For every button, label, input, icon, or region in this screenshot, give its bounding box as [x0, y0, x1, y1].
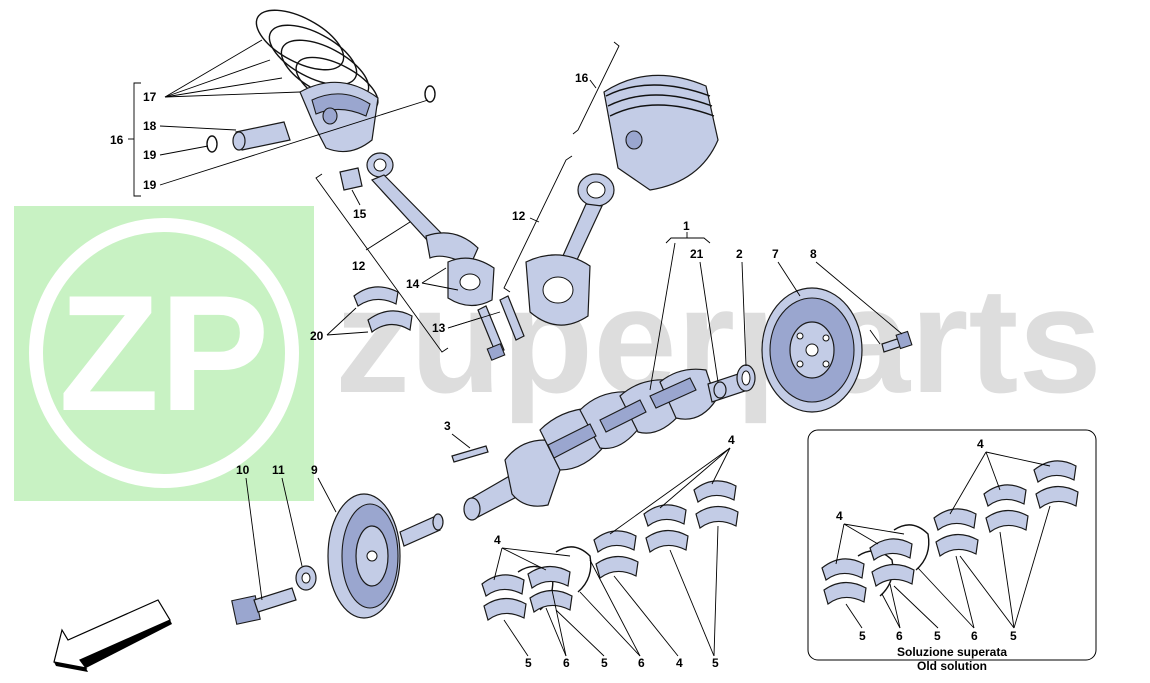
callout-12-left: 12: [352, 259, 366, 273]
rod-bearing-shells: [353, 286, 413, 333]
callout-4-inset-left: 4: [836, 509, 843, 523]
pulley-washer: [295, 565, 317, 591]
pulley-bolt: [231, 587, 297, 625]
callout-4-top: 4: [728, 433, 735, 447]
inset-frame: [807, 429, 1097, 661]
inset-label-english: Old solution: [917, 659, 987, 673]
callout-5-inset-b: 5: [934, 629, 941, 643]
callout-13: 13: [432, 321, 446, 335]
callout-5-inset-c: 5: [1010, 629, 1017, 643]
callout-19-lower: 19: [143, 178, 157, 192]
callout-6-inset-b: 6: [971, 629, 978, 643]
callout-11: 11: [272, 463, 285, 477]
callout-19-upper: 19: [143, 148, 157, 162]
callout-5-inset-a: 5: [859, 629, 866, 643]
callout-21: 21: [690, 247, 704, 261]
callout-5-a: 5: [525, 656, 532, 670]
flywheel-bolt: [881, 330, 913, 353]
callout-7: 7: [772, 247, 779, 261]
watermark: ZP zuperparts: [14, 206, 1102, 501]
callout-1: 1: [683, 219, 690, 233]
callout-10: 10: [236, 463, 250, 477]
damper-pulley: [327, 493, 444, 619]
callout-12-right: 12: [512, 209, 526, 223]
callout-4-left: 4: [494, 533, 501, 547]
flywheel: [761, 287, 863, 413]
callout-9: 9: [311, 463, 318, 477]
front-direction-arrow: [53, 599, 171, 669]
callout-16-left: 16: [110, 133, 124, 147]
watermark-logo-ring: [29, 218, 299, 488]
inset-label-italian: Soluzione superata: [897, 645, 1007, 659]
callout-2: 2: [736, 247, 743, 261]
woodruff-key: [451, 445, 489, 463]
callout-6-b: 6: [638, 656, 645, 670]
old-solution-inset: [807, 429, 1097, 661]
callout-18: 18: [143, 119, 157, 133]
callout-15: 15: [353, 207, 367, 221]
main-bearings-set: [481, 480, 739, 622]
watermark-logo-text: ZP: [59, 261, 270, 445]
crankshaft: [463, 368, 749, 521]
callout-17: 17: [143, 90, 157, 104]
callout-20: 20: [310, 329, 324, 343]
callout-16-right: 16: [575, 71, 589, 85]
connecting-rod-right: [525, 173, 615, 326]
piston-assembly-right: [603, 74, 719, 191]
callout-8: 8: [810, 247, 817, 261]
callout-5-c: 5: [712, 656, 719, 670]
callout-4-bottom: 4: [676, 656, 683, 670]
watermark-logo-box: [14, 206, 314, 501]
connecting-rod-left: [339, 152, 525, 361]
callout-6-inset-a: 6: [896, 629, 903, 643]
callout-14: 14: [406, 277, 420, 291]
callout-5-b: 5: [601, 656, 608, 670]
callout-6-a: 6: [563, 656, 570, 670]
oil-seal: [736, 364, 756, 392]
callout-3: 3: [444, 419, 451, 433]
callout-4-inset-top: 4: [977, 437, 984, 451]
piston-assembly-left: [206, 9, 436, 153]
